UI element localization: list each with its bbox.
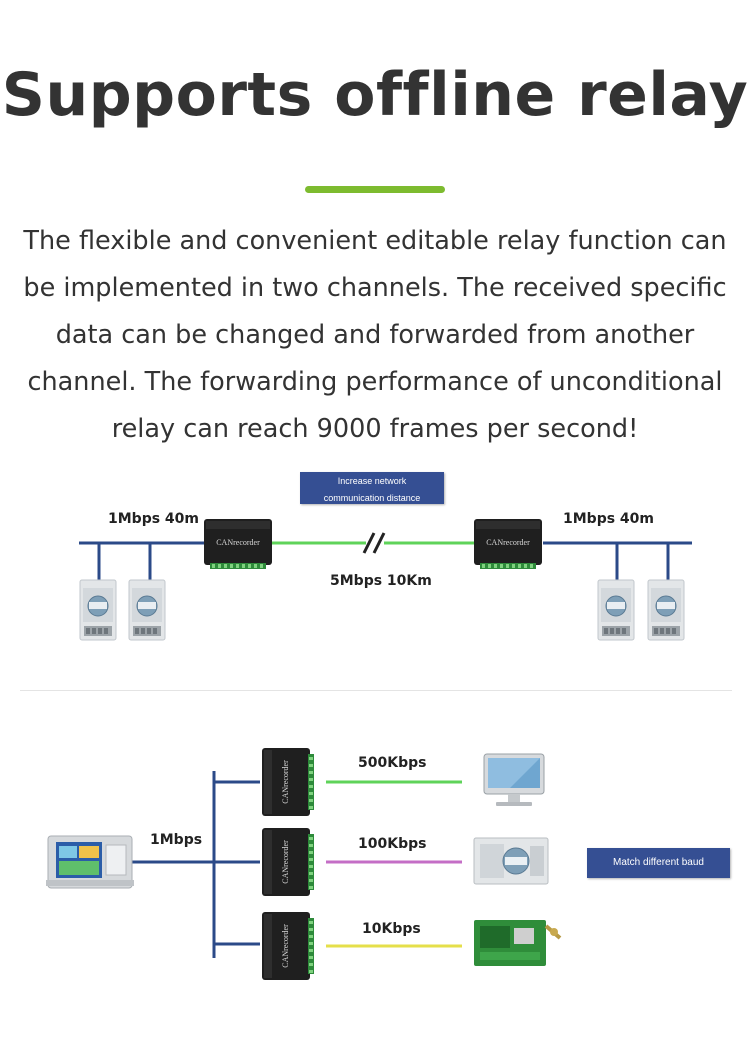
title-accent-bar [305, 186, 445, 193]
distance-banner: Increase network communication distance [300, 472, 444, 504]
match-baud-badge: Match different baud [587, 848, 730, 878]
relay-device-100k-label: CANrecorder [281, 840, 290, 884]
right-node-2 [647, 579, 685, 641]
branch-10k-label: 10Kbps [362, 921, 421, 937]
page-title: Supports offline relay [1, 60, 749, 130]
left-bus-speed-label: 1Mbps 40m [108, 511, 199, 527]
source-speed-label: 1Mbps [150, 832, 203, 848]
long-link-speed-label: 5Mbps 10Km [330, 573, 432, 589]
description-text: The flexible and convenient editable rel… [23, 226, 727, 444]
computer-monitor-icon [483, 753, 545, 806]
branch-500k-label: 500Kbps [358, 755, 427, 771]
relay-device-500k-label: CANrecorder [281, 760, 290, 804]
right-bus-speed-label: 1Mbps 40m [563, 511, 654, 527]
branch-100k-label: 100Kbps [358, 836, 427, 852]
right-node-1 [597, 579, 635, 641]
left-node-1 [79, 579, 117, 641]
section-divider [20, 690, 732, 691]
can-module-icon [473, 837, 549, 885]
left-node-2 [128, 579, 166, 641]
relay-device-10k-label: CANrecorder [281, 924, 290, 968]
distance-banner-line1: Increase network [337, 476, 407, 486]
distance-banner-line2: communication distance [323, 493, 421, 503]
hmi-panel-icon [46, 835, 134, 889]
left-relay-device-label: CANrecorder [216, 538, 260, 547]
right-relay-device-label: CANrecorder [486, 538, 530, 547]
wireless-board-icon [474, 920, 562, 966]
